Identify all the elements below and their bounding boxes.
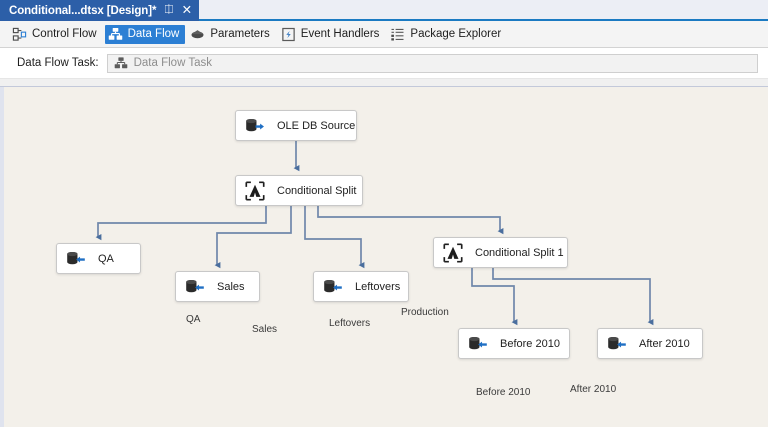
ole-db-destination-icon — [324, 279, 342, 292]
tab-package-explorer-label: Package Explorer — [410, 28, 502, 40]
node-label: Conditional Split — [277, 184, 357, 197]
tab-data-flow[interactable]: Data Flow — [104, 24, 186, 44]
data-flow-icon — [108, 27, 122, 40]
node-conditional-split-1[interactable]: Conditional Split 1 — [433, 237, 568, 268]
node-label: Leftovers — [355, 280, 401, 293]
node-destination-after-2010[interactable]: After 2010 — [597, 328, 703, 359]
connector-layer — [95, 141, 654, 326]
edge-production — [317, 206, 504, 235]
data-flow-canvas[interactable]: QA Sales Leftovers Production Before 201… — [0, 87, 768, 427]
node-destination-before-2010[interactable]: Before 2010 — [458, 328, 570, 359]
node-destination-leftovers[interactable]: Leftovers — [313, 271, 409, 302]
edge-label-leftovers: Leftovers — [329, 318, 371, 329]
control-flow-icon — [12, 27, 27, 41]
ole-db-destination-icon — [469, 336, 487, 349]
node-label: After 2010 — [639, 337, 690, 350]
node-conditional-split[interactable]: Conditional Split — [235, 175, 363, 206]
close-icon[interactable]: ✕ — [181, 3, 193, 18]
tab-data-flow-label: Data Flow — [127, 28, 180, 40]
node-destination-sales[interactable]: Sales — [175, 271, 260, 302]
parameters-icon — [191, 29, 204, 38]
document-tab[interactable]: Conditional...dtsx [Design]* ⎅ ✕ — [0, 0, 200, 21]
conditional-split-icon — [245, 180, 265, 201]
document-tab-strip: Conditional...dtsx [Design]* ⎅ ✕ — [0, 0, 768, 21]
edge-label-production: Production — [401, 307, 449, 318]
tab-control-flow[interactable]: Control Flow — [9, 25, 103, 44]
edge-label-before-2010: Before 2010 — [476, 387, 531, 398]
edge-before-2010 — [471, 268, 518, 326]
tab-event-handlers[interactable]: Event Handlers — [278, 25, 386, 44]
node-ole-db-source[interactable]: OLE DB Source — [235, 110, 357, 141]
edge-label-qa: QA — [186, 314, 201, 325]
data-flow-task-value: Data Flow Task — [133, 57, 213, 69]
edge-label-after-2010: After 2010 — [570, 384, 617, 395]
ole-db-destination-icon — [186, 279, 204, 292]
ole-db-destination-icon — [67, 251, 85, 264]
node-label: OLE DB Source — [277, 119, 356, 132]
conditional-split-icon — [443, 242, 463, 263]
edge-leftovers — [304, 206, 365, 269]
tab-control-flow-label: Control Flow — [32, 28, 97, 40]
designer-divider — [0, 79, 768, 87]
pin-icon[interactable]: ⎅ — [164, 4, 174, 16]
event-handlers-icon — [282, 27, 295, 41]
ole-db-source-icon — [246, 118, 264, 131]
data-flow-icon — [114, 57, 127, 69]
tab-parameters-label: Parameters — [210, 28, 270, 40]
node-label: Conditional Split 1 — [475, 246, 564, 259]
node-label: QA — [98, 252, 114, 265]
data-flow-task-selector-row: Data Flow Task: Data Flow Task — [0, 48, 768, 79]
ole-db-destination-icon — [608, 336, 626, 349]
tab-package-explorer[interactable]: Package Explorer — [387, 25, 507, 44]
edge-sales — [214, 206, 292, 269]
node-label: Sales — [217, 280, 245, 293]
edge-after-2010 — [492, 268, 654, 326]
package-explorer-icon — [391, 28, 404, 40]
tab-event-handlers-label: Event Handlers — [300, 28, 380, 40]
designer-tab-bar: Control Flow Data Flow Parameters E — [0, 21, 768, 48]
tab-parameters[interactable]: Parameters — [187, 25, 275, 44]
data-flow-task-label: Data Flow Task: — [17, 57, 99, 69]
edge-label-sales: Sales — [252, 324, 278, 335]
node-destination-qa[interactable]: QA — [56, 243, 141, 274]
edge-qa — [95, 206, 267, 241]
document-tab-title: Conditional...dtsx [Design]* — [9, 4, 157, 17]
data-flow-task-combobox[interactable]: Data Flow Task — [106, 53, 758, 73]
node-label: Before 2010 — [500, 337, 560, 350]
